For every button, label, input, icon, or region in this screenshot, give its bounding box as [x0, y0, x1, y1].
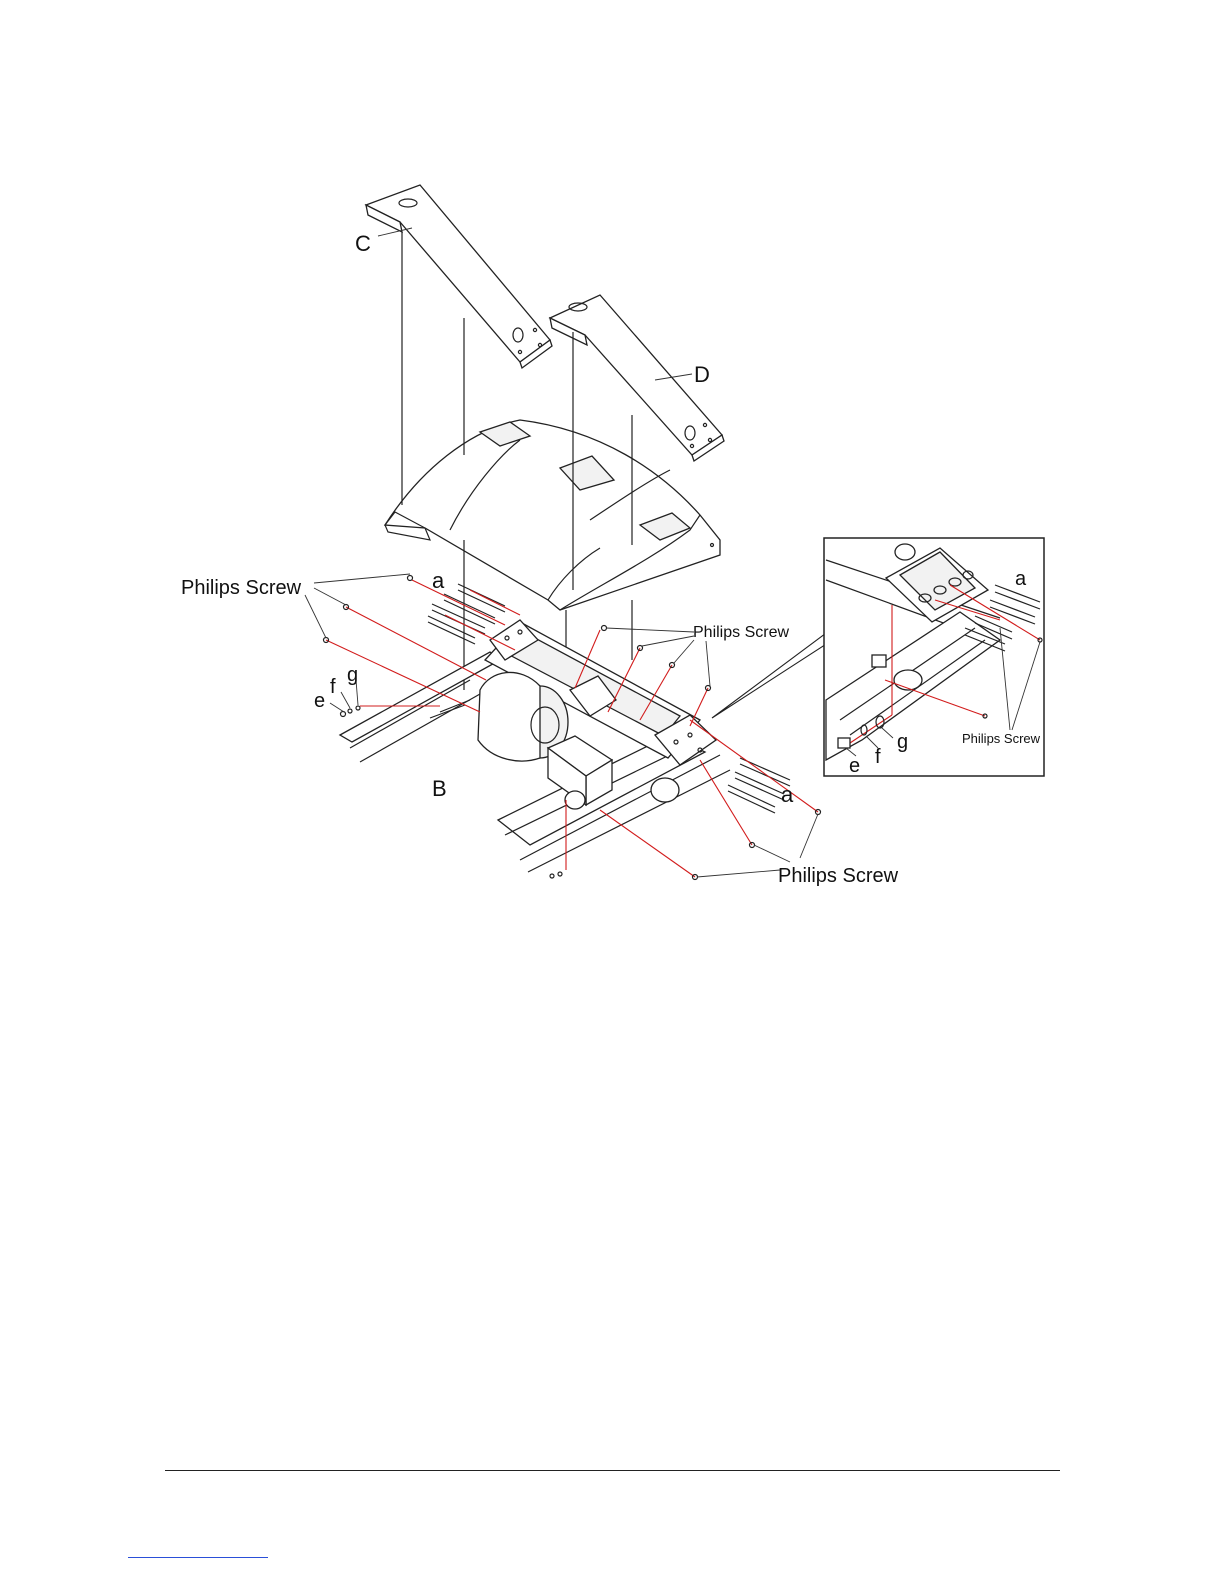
label-washer-g: g	[347, 664, 358, 686]
bracket-c	[366, 185, 552, 368]
philips-screws	[324, 576, 821, 880]
label-philips-screw-center: Philips Screw	[693, 624, 789, 641]
footer-link-underline[interactable]	[128, 1557, 268, 1558]
detail-label-philips-screw: Philips Screw	[962, 731, 1041, 746]
label-part-b: B	[432, 776, 447, 801]
label-philips-screw-bottom: Philips Screw	[778, 865, 899, 887]
detail-label-washer-f: f	[875, 746, 881, 768]
detail-label-washer-g: g	[897, 731, 908, 753]
label-part-c: C	[355, 231, 371, 256]
label-bolt-a-right: a	[781, 782, 794, 807]
label-part-d: D	[694, 362, 710, 387]
treadmill-base-frame	[340, 620, 730, 872]
label-philips-screw-left: Philips Screw	[181, 577, 302, 599]
label-washer-f: f	[330, 676, 336, 698]
detail-label-bolt-a: a	[1015, 568, 1027, 590]
label-bolt-a-left: a	[432, 568, 445, 593]
footer-divider	[165, 1470, 1060, 1471]
label-washer-e: e	[314, 690, 325, 712]
detail-label-washer-e: e	[849, 755, 860, 777]
